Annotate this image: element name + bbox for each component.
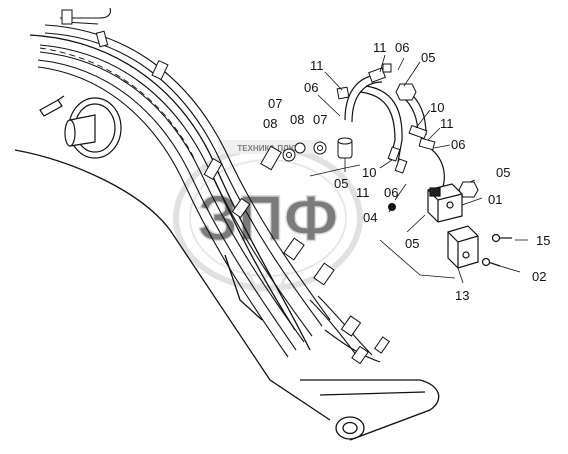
callout-07: 07 [268, 96, 282, 111]
mounting-bracket [447, 225, 512, 269]
callout-06: 06 [451, 137, 465, 152]
callout-04: 04 [363, 210, 377, 225]
hose-clamps [61, 9, 390, 365]
callout-11: 11 [356, 185, 370, 200]
hose-bundle [37, 7, 381, 363]
callout-06: 06 [384, 185, 398, 200]
callout-08: 08 [290, 112, 304, 127]
callout-06: 06 [395, 40, 409, 55]
adapter-fittings [282, 137, 396, 211]
callout-08: 08 [263, 116, 277, 131]
callout-11: 11 [310, 58, 324, 73]
callout-11: 11 [440, 116, 454, 131]
callout-02: 02 [532, 269, 546, 284]
callout-07: 07 [313, 112, 327, 127]
leader-lines [309, 54, 528, 284]
solenoid-valve [427, 183, 463, 223]
pivot-pin [39, 95, 122, 159]
callout-01: 01 [488, 192, 502, 207]
callout-05: 05 [334, 176, 348, 191]
pilot-hoses [344, 74, 445, 196]
svg-text:ЗПФ: ЗПФ [198, 182, 339, 254]
callout-05: 05 [405, 236, 419, 251]
hose-fittings [336, 63, 479, 198]
callout-05: 05 [421, 50, 435, 65]
callout-labels: 11 06 05 11 06 10 11 06 07 08 07 08 10 0… [263, 40, 550, 303]
callout-10: 10 [362, 165, 376, 180]
callout-11: 11 [373, 40, 387, 55]
callout-13: 13 [455, 288, 469, 303]
callout-06: 06 [304, 80, 318, 95]
callout-10: 10 [430, 100, 444, 115]
callout-15: 15 [536, 233, 550, 248]
callout-05: 05 [496, 165, 510, 180]
